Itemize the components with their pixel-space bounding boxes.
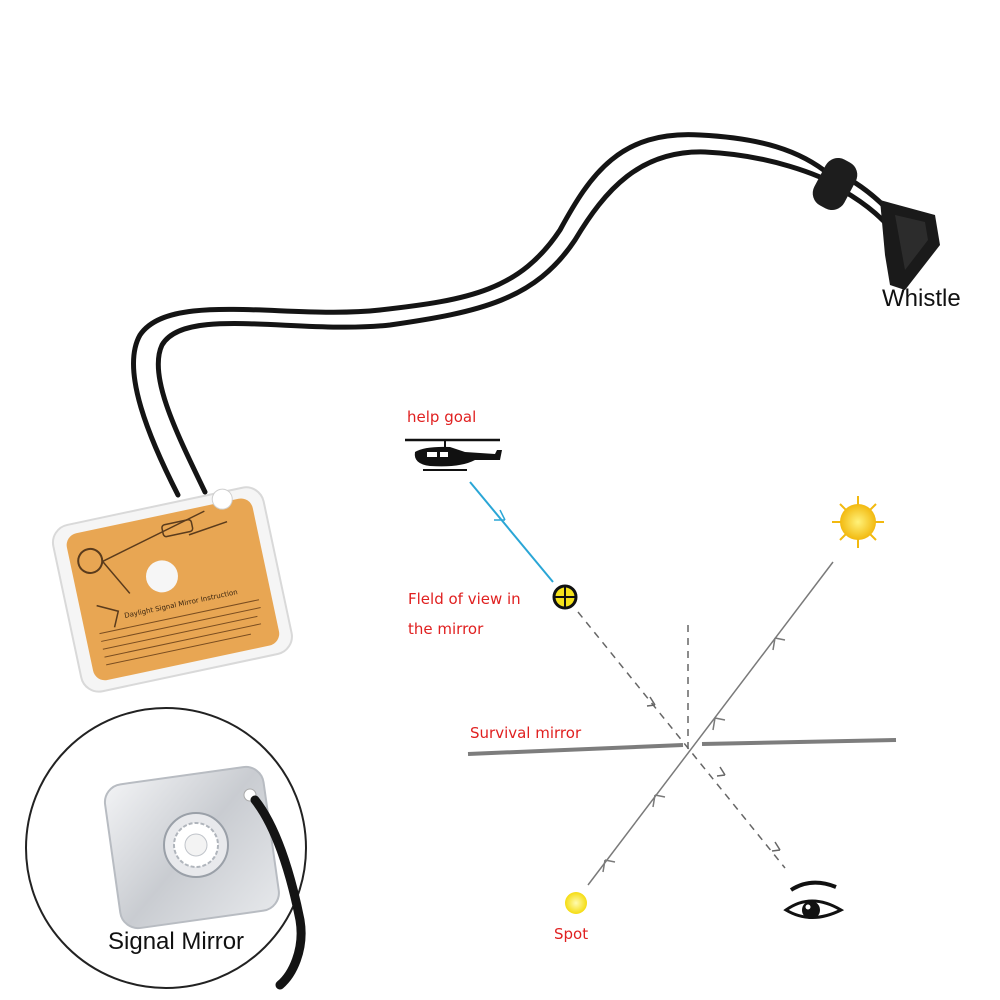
instruction-mirror-card: Daylight Signal Mirror Instruction xyxy=(51,486,293,693)
signal-mirror-label: Signal Mirror xyxy=(108,928,245,955)
reflected-beam xyxy=(469,481,554,583)
sunlight-ray xyxy=(587,561,834,886)
spot-icon xyxy=(565,892,587,914)
whistle-icon xyxy=(812,157,940,290)
line-of-sight xyxy=(577,611,786,869)
spot-label: Spot xyxy=(554,925,589,943)
signal-mirror-inset xyxy=(25,707,307,990)
survival-mirror-line xyxy=(467,738,897,756)
whistle-label: Whistle xyxy=(882,285,961,312)
survival-mirror-label: Survival mirror xyxy=(470,724,582,742)
crosshair-icon xyxy=(552,584,578,610)
sun-icon xyxy=(832,496,884,548)
field-of-view-label-line1: Fleld of view in xyxy=(408,590,521,608)
helicopter-icon xyxy=(405,438,502,471)
help-goal-label: help goal xyxy=(407,408,477,426)
field-of-view-label-line2: the mirror xyxy=(408,620,484,638)
lanyard-cord xyxy=(131,132,908,498)
eye-icon xyxy=(783,880,845,919)
